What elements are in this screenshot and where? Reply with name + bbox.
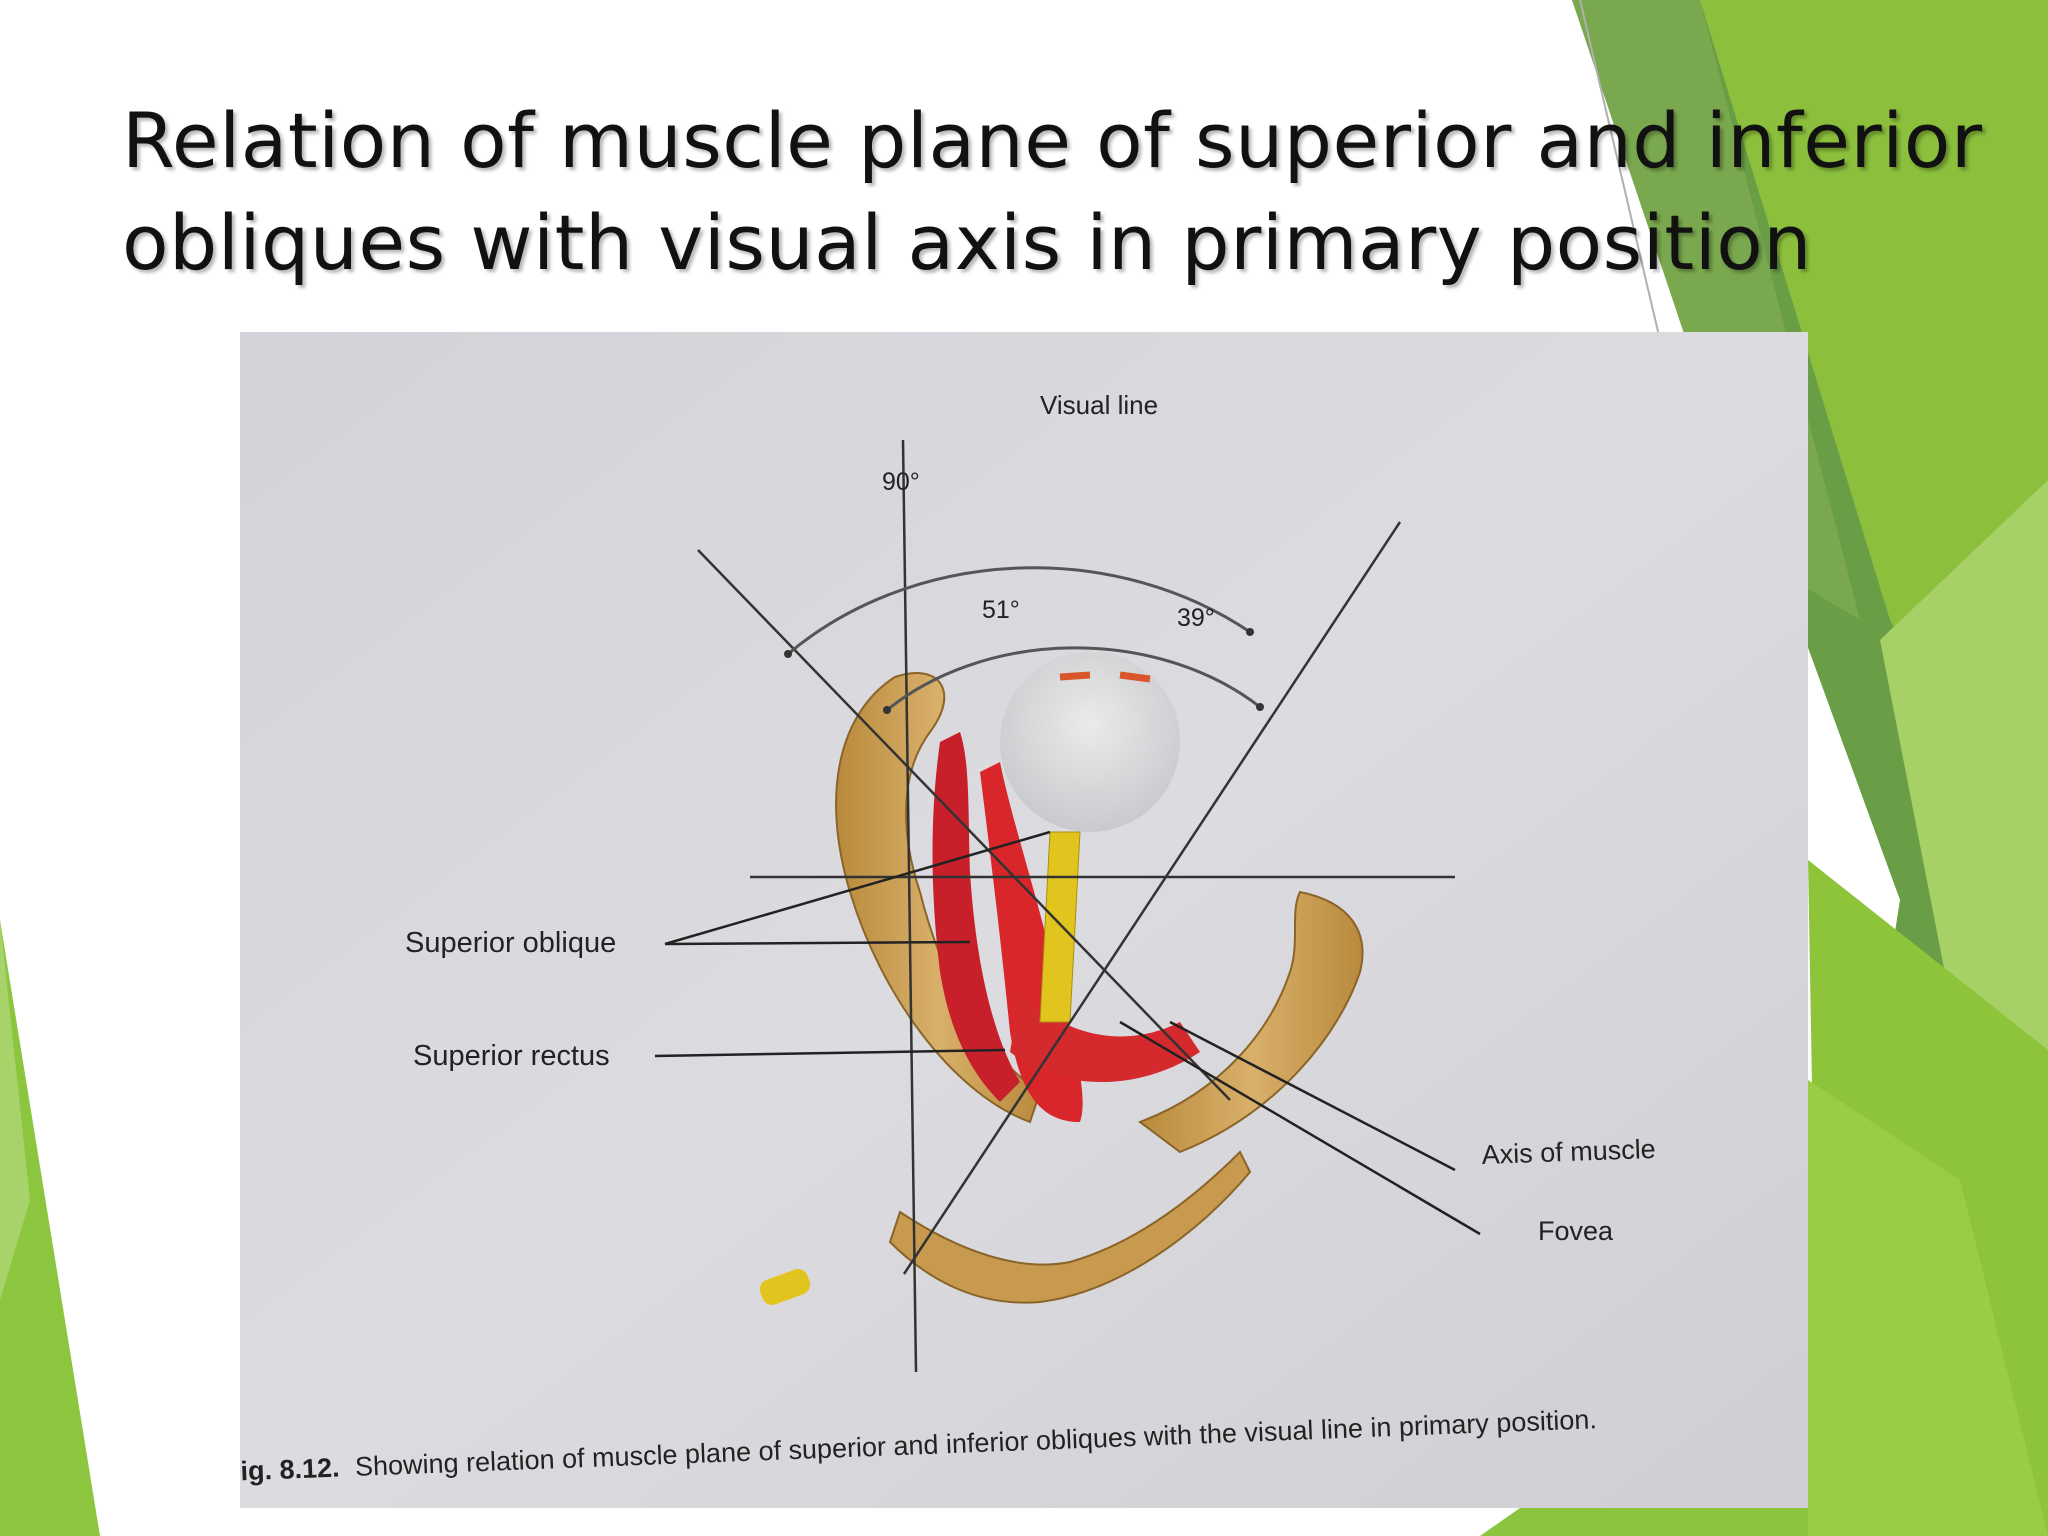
muscle-insertion-marks [1059,671,1151,683]
arc-90 [787,566,1251,656]
medial-rectus-muscle [1010,992,1200,1082]
orbit-floor-bone [888,1150,1252,1304]
leader-axis-of-muscle [1169,1020,1456,1172]
eye-muscle-diagram: Visual line 90° 51° 39° Superior oblique… [240,332,1808,1508]
label-axis-of-muscle: Axis of muscle [1481,1134,1656,1170]
axis-of-muscle-line [902,521,1402,1275]
label-angle-39: 39° [1177,604,1215,632]
label-fovea: Fovea [1538,1216,1614,1246]
leader-fovea [1119,1020,1481,1236]
label-visual-line: Visual line [1040,390,1158,420]
arc-point [1256,703,1264,711]
figure-photo: Visual line 90° 51° 39° Superior oblique… [240,332,1808,1508]
orbit-bone-right [1137,890,1364,1154]
slide-title-line-1: Relation of muscle plane of superior and… [122,96,1983,185]
superior-oblique-muscle [932,732,1020,1102]
arc-point [784,650,792,658]
eyeball [1000,652,1180,832]
nerve-stub [759,1269,811,1305]
caption-figure-number: ig. 8.12. [240,1453,340,1487]
bg-facet-left [0,920,100,1536]
leader-superior-oblique-1 [664,830,1051,946]
arc-point [883,706,891,714]
label-superior-oblique: Superior oblique [405,927,616,959]
bg-thin-line [1579,0,1661,341]
bg-facet-right-light [1880,480,2048,1150]
bg-facet-right-bottom-light [1808,1080,2048,1536]
arc-point [1246,628,1254,636]
visual-line [901,439,918,1373]
label-superior-rectus: Superior rectus [413,1040,610,1072]
slide-title: Relation of muscle plane of superior and… [122,90,1983,294]
bg-facet-left-light [0,920,30,1300]
arc-51-39 [886,646,1261,712]
slide-title-line-2: obliques with visual axis in primary pos… [122,198,1812,287]
label-angle-90: 90° [882,468,920,496]
leader-superior-rectus [654,1048,1006,1058]
label-angle-51: 51° [982,596,1020,624]
leader-superior-oblique-2 [664,940,971,946]
muscle-plane-line [697,549,1231,1101]
